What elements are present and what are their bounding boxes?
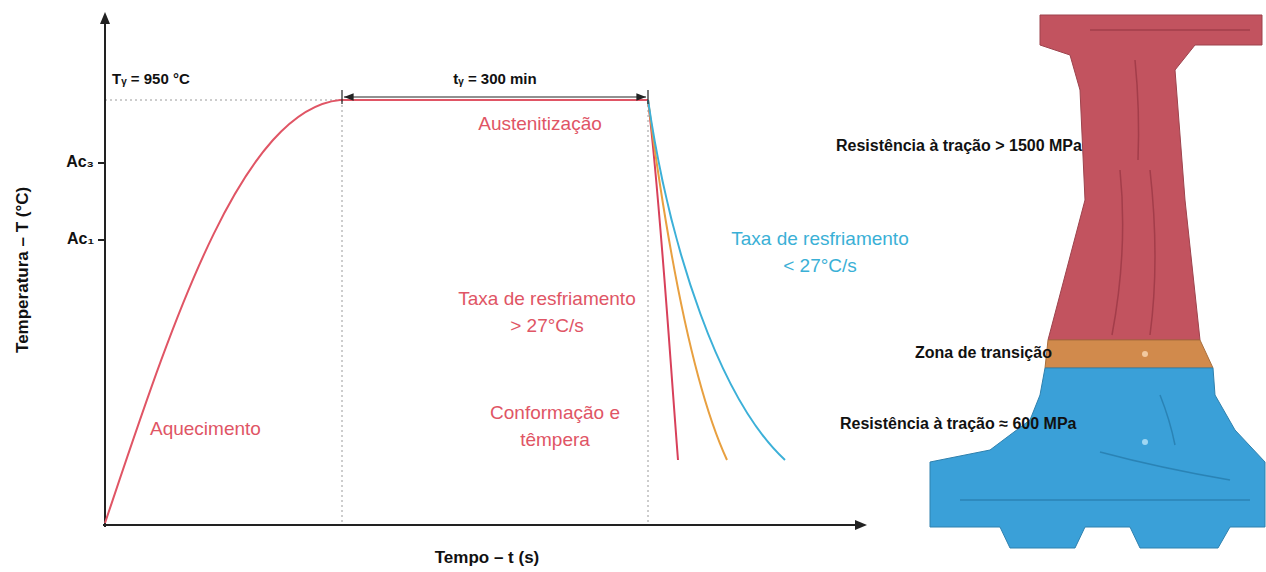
surface-line bbox=[1135, 60, 1139, 160]
axes bbox=[98, 22, 856, 527]
stage-label: Conformação e têmpera bbox=[470, 400, 640, 453]
cooling-curve-slow bbox=[648, 100, 785, 460]
zone-fill bbox=[1040, 15, 1262, 340]
axis-arrow bbox=[855, 520, 867, 530]
heating-curve bbox=[105, 100, 648, 523]
zone-shape bbox=[836, 366, 1266, 552]
surface-line bbox=[960, 499, 1250, 501]
axis-tick-label: Ac₃ bbox=[36, 151, 94, 173]
zone-shape bbox=[830, 10, 1264, 342]
surface-line bbox=[1112, 170, 1123, 335]
high-strength-zone: Resistência à tração > 1500 MPa bbox=[830, 10, 1264, 342]
surface-line bbox=[1150, 170, 1155, 335]
zone-label: Zona de transição bbox=[915, 343, 1052, 364]
axis-arrow bbox=[100, 12, 110, 24]
axis-title: Temperatura – T (°C) bbox=[11, 155, 35, 385]
cooling-curve-medium bbox=[648, 100, 727, 460]
axis-title: Tempo – t (s) bbox=[387, 546, 587, 570]
transition-band: Zona de transição bbox=[910, 338, 1216, 370]
zone-fill bbox=[1045, 340, 1213, 368]
surface-line bbox=[1090, 29, 1250, 31]
stage-label: Austenitização bbox=[440, 111, 640, 138]
austenitizing-temperature: Tᵧ = 950 °C bbox=[112, 68, 312, 89]
marker-dot bbox=[1142, 351, 1148, 357]
zone-label: Resistência à tração > 1500 MPa bbox=[836, 136, 1082, 157]
dimension-arrow bbox=[342, 90, 648, 104]
surface-line bbox=[1100, 452, 1230, 480]
guide-lines bbox=[105, 100, 648, 525]
stage-label: Aquecimento bbox=[150, 416, 310, 443]
cooling-rate-label: Taxa de resfriamento < 27°C/s bbox=[725, 226, 915, 279]
zone-fill bbox=[930, 368, 1265, 548]
low-strength-zone: Resistência à tração ≈ 600 MPa bbox=[836, 366, 1266, 552]
surface-line bbox=[1160, 395, 1175, 445]
cooling-curve-fast bbox=[648, 100, 678, 460]
cooling-rate-label: Taxa de resfriamento > 27°C/s bbox=[452, 286, 642, 339]
austenitizing-time: tᵧ = 300 min bbox=[395, 68, 595, 89]
zone-label: Resistência à tração ≈ 600 MPa bbox=[840, 414, 1076, 435]
marker-dot bbox=[1142, 439, 1148, 445]
axis-tick-label: Ac₁ bbox=[36, 228, 94, 250]
